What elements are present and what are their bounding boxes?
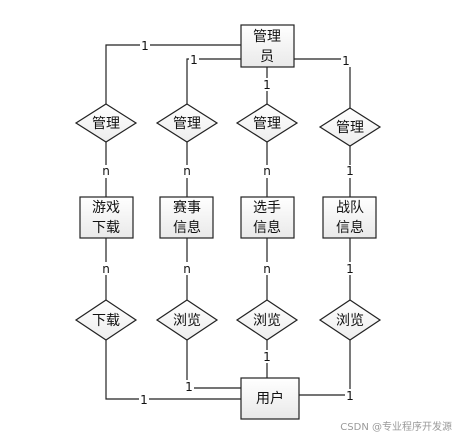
entity-player-info: 选手 信息 xyxy=(240,196,295,239)
relation-browse-3-label: 浏览 xyxy=(336,313,364,329)
card-admin-manage4: 1 xyxy=(342,54,350,68)
card-browse2-user: 1 xyxy=(263,350,271,364)
entity-admin-line2: 员 xyxy=(260,49,274,65)
relation-manage-2: 管理 xyxy=(155,103,219,143)
relation-manage-3: 管理 xyxy=(235,103,299,143)
entity-player-line2: 信息 xyxy=(253,219,281,236)
relation-manage-2-label: 管理 xyxy=(173,116,201,132)
card-manage2-event: n xyxy=(183,164,191,178)
card-event-browse1: n xyxy=(183,262,191,276)
link-admin-manage-1 xyxy=(105,44,241,104)
entity-team-info: 战队 信息 xyxy=(322,196,377,239)
card-manage1-game: n xyxy=(102,164,110,178)
card-admin-manage2: 1 xyxy=(190,53,198,67)
connectors xyxy=(105,44,351,400)
entity-player-line1: 选手 xyxy=(253,200,281,216)
card-manage4-team: 1 xyxy=(346,164,354,178)
link-admin-manage-2 xyxy=(186,58,241,104)
card-browse1-user: 1 xyxy=(185,380,193,394)
entity-game-download: 游戏 下载 xyxy=(79,196,134,239)
relation-manage-3-label: 管理 xyxy=(253,116,281,132)
relation-manage-4: 管理 xyxy=(318,107,382,147)
entity-game-line2: 下载 xyxy=(92,220,120,236)
cardinality-labels: 1 1 1 1 n n n 1 n n n 1 1 1 1 1 xyxy=(101,39,355,407)
card-team-browse3: 1 xyxy=(346,262,354,276)
link-download-user xyxy=(105,340,241,400)
watermark: CSDN @专业程序开发源 xyxy=(340,420,452,433)
relation-download-label: 下载 xyxy=(92,313,120,329)
link-browse3-user xyxy=(299,340,351,396)
entity-admin-line1: 管理 xyxy=(253,29,281,45)
entity-event-line2: 信息 xyxy=(173,219,201,236)
entity-admin: 管理 员 xyxy=(240,24,295,68)
entity-user-label: 用户 xyxy=(256,390,284,407)
relation-manage-1: 管理 xyxy=(74,103,138,143)
entity-event-info: 赛事 信息 xyxy=(159,196,214,239)
entity-team-line1: 战队 xyxy=(336,200,364,216)
entity-event-line1: 赛事 xyxy=(173,200,201,216)
card-browse3-user: 1 xyxy=(346,389,354,403)
card-admin-manage3: 1 xyxy=(263,78,271,92)
card-admin-manage1: 1 xyxy=(141,39,149,53)
relation-browse-1: 浏览 xyxy=(155,299,219,341)
card-manage3-player: n xyxy=(263,164,271,178)
relation-browse-2-label: 浏览 xyxy=(253,313,281,329)
card-game-download: n xyxy=(102,262,110,276)
relation-manage-4-label: 管理 xyxy=(336,120,364,136)
relation-browse-1-label: 浏览 xyxy=(173,313,201,329)
relation-download: 下载 xyxy=(74,299,138,341)
card-download-user: 1 xyxy=(140,393,148,407)
entity-game-line1: 游戏 xyxy=(92,200,120,216)
link-browse1-user xyxy=(186,340,241,389)
relation-browse-2: 浏览 xyxy=(235,299,299,341)
card-player-browse2: n xyxy=(263,262,271,276)
relation-manage-1-label: 管理 xyxy=(92,116,120,132)
relation-browse-3: 浏览 xyxy=(318,299,382,341)
entity-team-line2: 信息 xyxy=(336,219,364,236)
entity-user: 用户 xyxy=(240,377,300,420)
